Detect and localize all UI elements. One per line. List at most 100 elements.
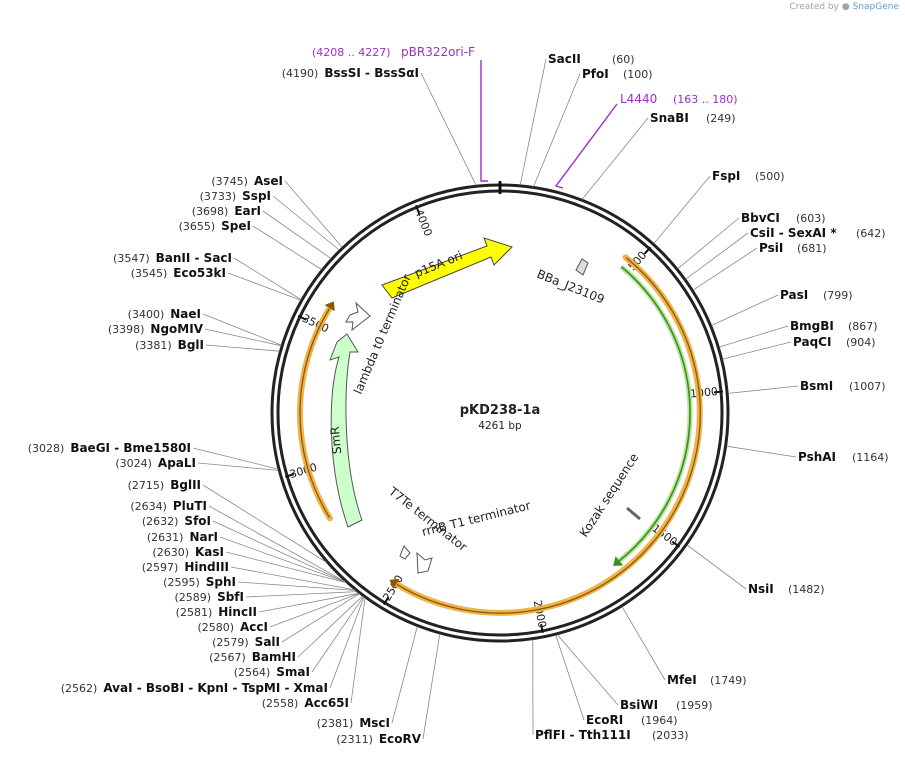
enzyme-name: BamHI: [252, 650, 296, 664]
feature-smr: [329, 333, 363, 528]
enzyme-leader-line: [281, 593, 360, 643]
enzyme-leader-line: [297, 595, 363, 658]
enzyme-name: NsiI: [748, 582, 774, 596]
enzyme-position: (1007): [849, 380, 886, 393]
enzyme-position: (681): [797, 242, 827, 255]
enzyme-position: (500): [755, 170, 785, 183]
enzyme-position: (1482): [788, 583, 825, 596]
orf-arc-orange-left-core: [299, 308, 331, 519]
enzyme-leader-line: [728, 385, 799, 394]
enzyme-name: MscI: [359, 716, 390, 730]
plasmid-length: 4261 bp: [478, 420, 522, 432]
enzyme-name: AvaI - BsoBI - KpnI - TspMI - XmaI: [103, 681, 328, 695]
enzyme-name: PshAI: [798, 450, 836, 464]
enzyme-leader-line: [205, 344, 280, 352]
enzyme-leader-line: [686, 544, 747, 590]
enzyme-labels-left: BssSI - BssSαI(4190)AseI(3745)SspI(3733)…: [28, 66, 422, 746]
enzyme-name: BssSI - BssSαI: [324, 66, 419, 80]
enzyme-leader-line: [556, 634, 619, 706]
snapgene-logo-icon: ●: [841, 2, 850, 12]
enzyme-leader-line: [208, 505, 346, 583]
orf-orange-left-arrowhead: [324, 301, 335, 312]
enzyme-leader-line: [225, 551, 347, 583]
enzyme-name: AseI: [254, 174, 283, 188]
enzyme-leader-line: [245, 591, 357, 598]
feature-bba-j23109: [575, 258, 589, 276]
enzyme-position: (2597): [142, 561, 179, 574]
tick-mark: [713, 390, 724, 394]
enzyme-name: BmgBI: [790, 319, 834, 333]
enzyme-leader-line: [677, 217, 740, 270]
tick-mark: [643, 246, 652, 255]
enzyme-position: (3655): [179, 220, 216, 233]
enzyme-position: (1164): [852, 451, 889, 464]
enzyme-leader-line: [621, 606, 666, 681]
orf-orange-arrowhead: [389, 578, 400, 590]
enzyme-position: (3547): [113, 252, 150, 265]
enzyme-name: Acc65I: [304, 696, 349, 710]
enzyme-position: (867): [848, 320, 878, 333]
enzyme-position: (60): [612, 53, 635, 66]
enzyme-leader-line: [653, 175, 711, 244]
enzyme-name: CsiI - SexAI *: [750, 226, 837, 240]
enzyme-leader-line: [272, 195, 340, 251]
enzyme-position: (2632): [142, 515, 179, 528]
tick-mark: [671, 540, 681, 548]
primer-pbr322ori-f-marker: [480, 60, 488, 182]
enzyme-position: (2634): [130, 500, 167, 513]
enzyme-leader-line: [197, 462, 279, 471]
enzyme-name: BglI: [178, 338, 204, 352]
enzyme-name: KasI: [195, 545, 224, 559]
enzyme-name: PasI: [780, 288, 808, 302]
enzyme-position: (100): [623, 68, 653, 81]
enzyme-leaders: [192, 58, 799, 740]
enzyme-name: SspI: [242, 189, 271, 203]
enzyme-leader-line: [533, 73, 581, 187]
plasmid-name: pKD238-1a: [460, 403, 541, 418]
enzyme-name: EarI: [234, 204, 261, 218]
tick-mark: [383, 596, 390, 606]
primer-pbr322ori-f-range: (4208 .. 4227): [312, 46, 391, 59]
enzyme-leader-line: [719, 325, 789, 348]
orf-arc-orange-right: [393, 254, 703, 616]
enzyme-leader-line: [230, 566, 355, 591]
feature-rrnb-t1-terminator: [416, 551, 433, 574]
enzyme-position: (1959): [676, 699, 713, 712]
orf-arc-orange-left: [297, 305, 333, 522]
enzyme-leader-line: [350, 597, 366, 704]
enzyme-position: (2580): [197, 621, 234, 634]
enzyme-position: (4190): [282, 67, 319, 80]
enzyme-position: (2715): [128, 479, 165, 492]
enzyme-name: PaqCI: [793, 335, 831, 349]
enzyme-leader-line: [204, 328, 282, 347]
enzyme-name: BsiWI: [620, 698, 658, 712]
enzyme-name: SfoI: [184, 514, 211, 528]
enzyme-position: (3698): [192, 205, 229, 218]
enzyme-position: (3400): [128, 308, 165, 321]
enzyme-leader-line: [202, 313, 282, 346]
enzyme-position: (3545): [131, 267, 168, 280]
enzyme-position: (3745): [211, 175, 248, 188]
enzyme-name: NgoMIV: [150, 322, 203, 336]
enzyme-name: PflFI - Tth111I: [535, 728, 631, 742]
feature-label-smr: SmR: [328, 426, 344, 455]
enzyme-name: HindIII: [184, 560, 229, 574]
tick-label: 4000: [412, 207, 435, 238]
enzyme-leader-line: [692, 247, 758, 291]
enzyme-position: (2630): [152, 546, 189, 559]
enzyme-leader-line: [422, 633, 441, 740]
enzyme-leader-line: [581, 117, 649, 200]
enzyme-leader-line: [262, 210, 332, 259]
feature-p15a-ori: [381, 237, 513, 299]
enzyme-leader-line: [202, 484, 327, 563]
watermark: Created by ● SnapGene: [789, 2, 899, 12]
feature-label-lambda-t0: lambda t0 terminator: [351, 272, 414, 396]
enzyme-position: (1749): [710, 674, 747, 687]
enzyme-name: SalI: [255, 635, 280, 649]
enzyme-leader-line: [212, 520, 346, 583]
enzyme-leader-line: [192, 447, 279, 470]
enzyme-leader-line: [233, 257, 302, 300]
tick-label: 1000: [689, 385, 718, 401]
enzyme-position: (799): [823, 289, 853, 302]
